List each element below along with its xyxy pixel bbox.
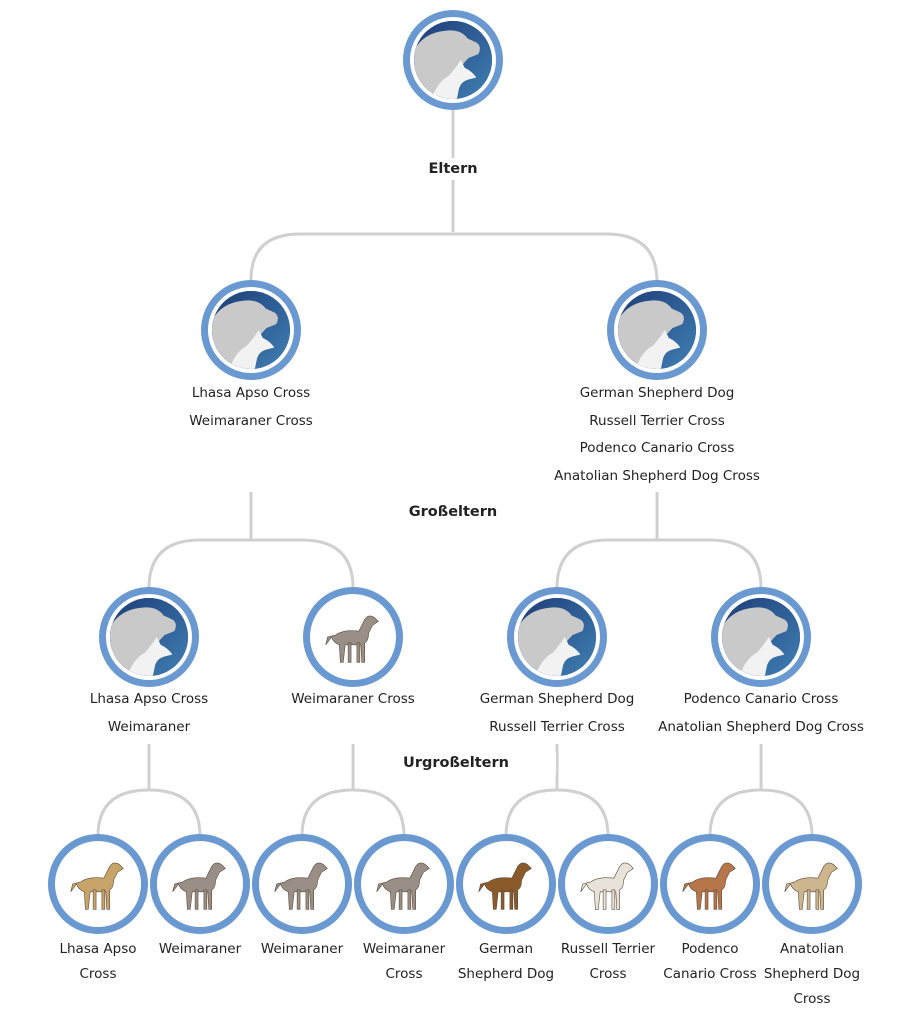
connector-ggp-4 <box>708 788 814 837</box>
grandparent-node-4[interactable] <box>711 587 811 687</box>
dog-avatar <box>263 845 341 923</box>
root-dog-node[interactable] <box>403 10 503 110</box>
placeholder-dog-icon <box>618 291 696 369</box>
great-grandparent-node-2[interactable] <box>150 834 250 934</box>
great-grandparent-label-3: Weimaraner <box>250 937 354 962</box>
anatolian-shepherd-photo <box>773 845 851 923</box>
placeholder-dog-icon <box>518 598 596 676</box>
breed-line: Weimaraner <box>107 718 191 735</box>
great-grandparent-label-2: Weimaraner <box>148 937 252 962</box>
great-grandparent-label-8: Anatolian Shepherd Dog Cross <box>760 937 864 1012</box>
placeholder-dog-icon <box>110 598 188 676</box>
great-grandparent-label-1: Lhasa Apso Cross <box>46 937 150 987</box>
weimaraner-photo <box>263 845 341 923</box>
breed-line: Anatolian Shepherd Dog Cross <box>658 718 864 735</box>
breed-line: Weimaraner Cross <box>189 412 313 429</box>
breed-line: Anatolian Shepherd Dog Cross <box>554 467 760 484</box>
great-grandparent-node-6[interactable] <box>558 834 658 934</box>
grandparent-label-2: Weimaraner Cross <box>243 686 463 714</box>
breed-line: Lhasa Apso Cross <box>191 385 311 401</box>
great-grandparent-node-7[interactable] <box>660 834 760 934</box>
breed-line: Russell Terrier Cross <box>489 718 625 735</box>
connector-gp-right <box>555 538 763 589</box>
parent-node-1[interactable] <box>201 280 301 380</box>
dog-avatar <box>722 598 800 676</box>
breed-line: German Shepherd Dog <box>457 941 555 982</box>
dog-avatar <box>314 598 392 676</box>
great-grandparent-label-7: Podenco Canario Cross <box>658 937 762 987</box>
weimaraner-photo <box>314 598 392 676</box>
breed-line: Podenco Canario Cross <box>683 691 839 707</box>
grandparent-node-2[interactable] <box>303 587 403 687</box>
placeholder-dog-icon <box>722 598 800 676</box>
great-grandparent-node-5[interactable] <box>456 834 556 934</box>
dog-avatar <box>467 845 545 923</box>
dog-avatar <box>671 845 749 923</box>
generation-label-parents: Eltern <box>353 158 553 180</box>
breed-line: German Shepherd Dog <box>579 385 735 401</box>
breed-line: Russell Terrier Cross <box>560 941 656 982</box>
grandparent-node-1[interactable] <box>99 587 199 687</box>
breed-line: Russell Terrier Cross <box>589 412 725 429</box>
great-grandparent-node-4[interactable] <box>354 834 454 934</box>
dog-avatar <box>212 291 290 369</box>
breed-line: Weimaraner <box>260 941 344 957</box>
dog-avatar <box>110 598 188 676</box>
placeholder-dog-icon <box>414 21 492 99</box>
breed-line: Podenco Canario Cross <box>663 941 757 982</box>
russell-terrier-photo <box>569 845 647 923</box>
breed-line: Anatolian Shepherd Dog Cross <box>763 941 861 1007</box>
connector-ggp-3 <box>504 788 610 837</box>
generation-label-great-grandparents: Urgroßeltern <box>356 752 556 774</box>
breed-line: German Shepherd Dog <box>479 691 635 707</box>
dog-avatar <box>618 291 696 369</box>
great-grandparent-label-6: Russell Terrier Cross <box>556 937 660 987</box>
lhasa-apso-photo <box>59 845 137 923</box>
connector-gp-left <box>147 538 355 589</box>
connector-ggp-1 <box>96 788 202 837</box>
dog-avatar <box>773 845 851 923</box>
great-grandparent-node-3[interactable] <box>252 834 352 934</box>
dog-avatar <box>414 21 492 99</box>
dog-avatar <box>569 845 647 923</box>
generation-label-grandparents: Großeltern <box>353 501 553 523</box>
dog-avatar <box>365 845 443 923</box>
breed-line: Weimaraner Cross <box>362 941 446 982</box>
great-grandparent-label-5: German Shepherd Dog <box>454 937 558 987</box>
connector-ggp-2 <box>300 788 406 837</box>
great-grandparent-node-1[interactable] <box>48 834 148 934</box>
great-grandparent-node-8[interactable] <box>762 834 862 934</box>
breed-line: Weimaraner Cross <box>291 691 415 707</box>
weimaraner-photo <box>161 845 239 923</box>
podenco-photo <box>671 845 749 923</box>
grandparent-node-3[interactable] <box>507 587 607 687</box>
dog-avatar <box>518 598 596 676</box>
dog-avatar <box>161 845 239 923</box>
dog-avatar <box>59 845 137 923</box>
placeholder-dog-icon <box>212 291 290 369</box>
german-shepherd-photo <box>467 845 545 923</box>
breed-line: Lhasa Apso Cross <box>59 941 137 982</box>
breed-line: Lhasa Apso Cross <box>89 691 209 707</box>
great-grandparent-label-4: Weimaraner Cross <box>352 937 456 987</box>
parent-node-2[interactable] <box>607 280 707 380</box>
breed-line: Podenco Canario Cross <box>579 440 735 456</box>
weimaraner-photo <box>365 845 443 923</box>
connector-parents <box>249 232 659 283</box>
breed-line: Weimaraner <box>158 941 242 957</box>
